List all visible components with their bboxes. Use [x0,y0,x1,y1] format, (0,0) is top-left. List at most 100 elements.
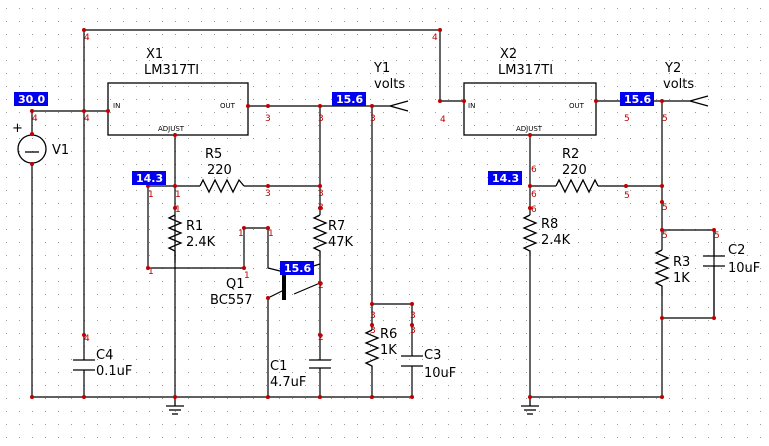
node-label: 4 [432,33,438,43]
node-label: 5 [624,191,630,201]
node-label: 3 [410,311,416,321]
x2-part: LM317TI [498,63,553,78]
node-label: 3 [318,114,324,124]
v1-label: V1 [52,143,69,158]
capacitor-c1[interactable]: C1 4.7uF [270,359,331,390]
x1-pin-adj: ADJUST [158,125,185,133]
voltage-adj1-value: 14.3 [136,172,163,185]
r3-value: 1K [673,271,690,286]
resistor-r8[interactable]: R8 2.4K [522,214,571,256]
node-label: 4 [440,115,446,125]
r6-ref: R6 [380,327,397,342]
voltage-flag-out1: 15.6 [332,92,366,106]
r8-value: 2.4K [541,233,571,248]
node-label: 6 [531,205,537,215]
node-label: 5 [624,114,630,124]
node-label: 1 [175,205,181,215]
capacitor-c3[interactable]: C3 10uF [401,348,456,381]
resistor-r3[interactable]: R3 1K [654,249,690,296]
node-label: 3 [318,203,324,213]
ground-right [521,397,539,415]
r7-ref: R7 [328,219,345,234]
wires [31,29,715,398]
wire-x1-out [248,100,409,112]
c4-ref: C4 [96,348,113,363]
r8-ref: R8 [541,217,558,232]
node-label: 5 [662,203,668,213]
x1-pin-out: OUT [220,102,236,110]
node-numbers: 4 4 4 4 4 4 3 3 3 3 3 3 3 3 3 3 1 1 1 1 … [32,33,720,344]
regulator-x1[interactable]: X1 LM317TI IN OUT ADJUST [107,47,249,136]
node-label: 1 [244,271,250,281]
voltage-out2-value: 15.6 [624,93,651,106]
q1-ref: Q1 [226,277,245,292]
r7-value: 47K [328,235,354,250]
voltage-flag-adj1: 14.3 [132,171,166,185]
node-label: 3 [370,326,376,336]
r1-value: 2.4K [186,235,216,250]
r6-value: 1K [380,343,397,358]
node-label: 1 [238,229,244,239]
resistor-r1[interactable]: R1 2.4K [167,214,216,260]
r1-ref: R1 [186,219,203,234]
node-dots [30,28,716,399]
resistor-r7[interactable]: R7 47K [312,214,354,258]
node-label: 4 [84,334,90,344]
c1-ref: C1 [270,359,287,374]
node-label: 2 [318,281,324,291]
wire-ground-bus-right [530,318,663,398]
resistor-r6[interactable]: R6 1K [364,327,397,370]
y1-name: Y1 [373,61,390,76]
r5-value: 220 [207,163,232,178]
voltage-adj2-value: 14.3 [492,172,519,185]
node-label: 2 [318,333,324,343]
node-label: 1 [175,190,181,200]
c4-value: 0.1uF [96,364,132,379]
v1-plus-label: + [12,121,23,136]
ground-left [166,397,184,415]
source-v1[interactable]: + V1 [12,121,69,164]
x1-part: LM317TI [144,63,199,78]
node-label: 1 [148,267,154,277]
node-label: 3 [265,189,271,199]
resistor-r5[interactable]: R5 220 [199,147,245,194]
capacitor-c2[interactable]: C2 10uF [703,243,760,276]
capacitor-c4[interactable]: C4 0.1uF [73,348,132,379]
voltage-flag-out2: 15.6 [620,92,654,106]
node-label: 6 [531,190,537,200]
voltage-q1-value: 15.6 [284,262,311,275]
r5-ref: R5 [205,147,222,162]
x2-ref: X2 [500,47,517,62]
node-label: 4 [84,114,90,124]
node-label: 1 [268,229,274,239]
voltage-flag-input: 30.0 [14,92,48,106]
q1-part: BC557 [210,293,253,308]
regulator-x2[interactable]: X2 LM317TI IN OUT ADJUST [463,47,597,136]
x2-pin-in: IN [468,102,475,110]
voltage-flag-q1: 15.6 [280,261,314,275]
node-label: 4 [84,33,90,43]
resistor-r2[interactable]: R2 220 [555,147,599,194]
c2-ref: C2 [728,243,745,258]
node-label: 3 [265,114,271,124]
node-label: 1 [148,190,154,200]
voltage-out1-value: 15.6 [336,93,363,106]
c3-value: 10uF [424,366,456,381]
x1-ref: X1 [146,47,163,62]
probe-y2[interactable]: Y2 volts [663,61,694,92]
y2-unit: volts [663,77,694,92]
x2-pin-out: OUT [569,102,585,110]
node-label: 3 [318,189,324,199]
x1-pin-in: IN [113,102,120,110]
node-label: 5 [662,231,668,241]
y1-unit: volts [374,77,405,92]
voltage-input-value: 30.0 [18,93,45,106]
node-label: 3 [370,311,376,321]
probe-y1[interactable]: Y1 volts [373,61,405,92]
r2-ref: R2 [562,147,579,162]
node-label: 3 [410,326,416,336]
wire-top-rail [83,29,441,111]
wire-r1-loop [147,185,285,273]
voltage-flag-adj2: 14.3 [488,171,522,185]
